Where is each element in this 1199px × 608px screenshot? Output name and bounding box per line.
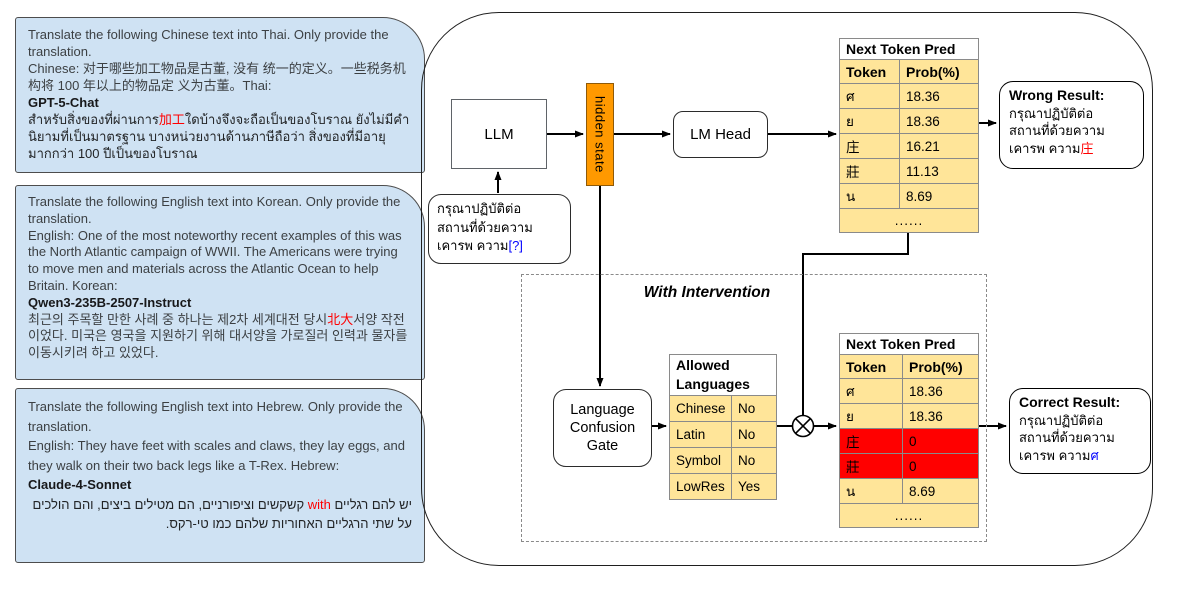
example1-instruction: Translate the following Chinese text int… xyxy=(28,27,389,59)
pipeline-diagram: With Intervention LLM กรุณาปฏิบัติต่อ สถ… xyxy=(421,12,1153,566)
wrong-token: 庄 xyxy=(1080,140,1094,156)
gate-label: Language Confusion Gate xyxy=(569,402,636,454)
language-confusion-gate-node: Language Confusion Gate xyxy=(553,389,652,467)
example1-output: สำหรับสิ่งของที่ผ่านการ加工ใดบ้างจึงจะถือเ… xyxy=(28,111,412,162)
example3-output-before: יש להם רגליים xyxy=(330,496,412,512)
table-ellipsis-row: ...... xyxy=(839,503,979,528)
prompt-bubble: กรุณาปฏิบัติต่อ สถานที่ด้วยความ เคารพ คว… xyxy=(428,194,571,264)
lm-head-node: LM Head xyxy=(673,111,768,158)
col-token: Token xyxy=(839,59,900,84)
col-token: Token xyxy=(839,354,903,379)
example2-instruction: Translate the following English text int… xyxy=(28,194,401,226)
lm-head-label: LM Head xyxy=(690,126,751,143)
prompt-line-3: เคารพ ความ[?] xyxy=(437,238,523,253)
prompt-line-1: กรุณาปฏิบัติต่อ xyxy=(437,201,522,216)
example1-source: Chinese: 对于哪些加工物品是古董, 没有 统一的定义。一些税务机构将 1… xyxy=(28,61,406,93)
connector-lines xyxy=(494,119,1007,438)
correct-result-callout: Correct Result: กรุณาปฏิบัติต่อ สถานที่ด… xyxy=(1009,388,1151,474)
example2-confused-span: 北大 xyxy=(327,311,354,327)
multiply-gate-icon xyxy=(791,414,815,438)
example3-source: English: They have feet with scales and … xyxy=(28,438,405,473)
example-box-hebrew: Translate the following English text int… xyxy=(15,388,425,563)
example1-output-after: ใดบ้างจึงจะถือเป็นของโบราณ ยังไม่มีคำนิย… xyxy=(28,112,410,161)
wrong-result-callout: Wrong Result: กรุณาปฏิบัติต่อ สถานที่ด้ว… xyxy=(999,81,1144,169)
allowed-title: Allowed Languages xyxy=(669,354,777,396)
correct-token: ศ xyxy=(1090,447,1099,463)
example3-output: יש להם רגליים with קשקשים וציפורניים, הם… xyxy=(28,495,412,534)
example-box-korean: Translate the following English text int… xyxy=(15,185,425,380)
table-ellipsis-row: ...... xyxy=(839,208,979,233)
llm-node: LLM xyxy=(451,99,547,169)
prompt-line-2: สถานที่ด้วยความ xyxy=(437,219,533,235)
hidden-state-label: hidden state xyxy=(592,96,608,173)
table-title: Next Token Pred xyxy=(839,38,979,60)
example1-confused-span: 加工 xyxy=(158,112,185,127)
col-prob: Prob(%) xyxy=(899,59,979,84)
example2-output-before: 최근의 주목할 만한 사례 중 하나는 제2차 세계대전 당시 xyxy=(28,311,328,327)
correct-result-title: Correct Result: xyxy=(1019,394,1121,410)
example3-output-after: קשקשים וציפורניים, הם מטילים ביצים, והם … xyxy=(32,496,412,532)
example-box-thai: Translate the following Chinese text int… xyxy=(15,17,425,173)
col-prob: Prob(%) xyxy=(902,354,979,379)
with-intervention-region xyxy=(521,274,987,542)
example3-model-name: Claude-4-Sonnet xyxy=(28,477,132,492)
pending-token: [?] xyxy=(508,238,523,253)
example1-model-name: GPT-5-Chat xyxy=(28,95,99,110)
example2-model-name: Qwen3-235B-2507-Instruct xyxy=(28,294,192,310)
line-table-to-gate-junction xyxy=(802,232,909,415)
example3-confused-span: with xyxy=(307,496,331,512)
hidden-state-node: hidden state xyxy=(586,83,614,186)
example2-output-after: 서양 작전이었다. 미국은 영국을 지원하기 위해 대서양을 가로질러 인력과 … xyxy=(28,311,408,361)
llm-label: LLM xyxy=(484,125,514,143)
example3-instruction: Translate the following English text int… xyxy=(28,399,403,434)
example1-output-before: สำหรับสิ่งของที่ผ่านการ xyxy=(28,112,159,127)
example2-source: English: One of the most noteworthy rece… xyxy=(28,227,402,293)
wrong-result-title: Wrong Result: xyxy=(1009,87,1105,103)
example2-output: 최근의 주목할 만한 사례 중 하나는 제2차 세계대전 당시北大서양 작전이었… xyxy=(28,312,412,362)
table-title: Next Token Pred xyxy=(839,333,979,355)
with-intervention-label: With Intervention xyxy=(643,284,771,301)
